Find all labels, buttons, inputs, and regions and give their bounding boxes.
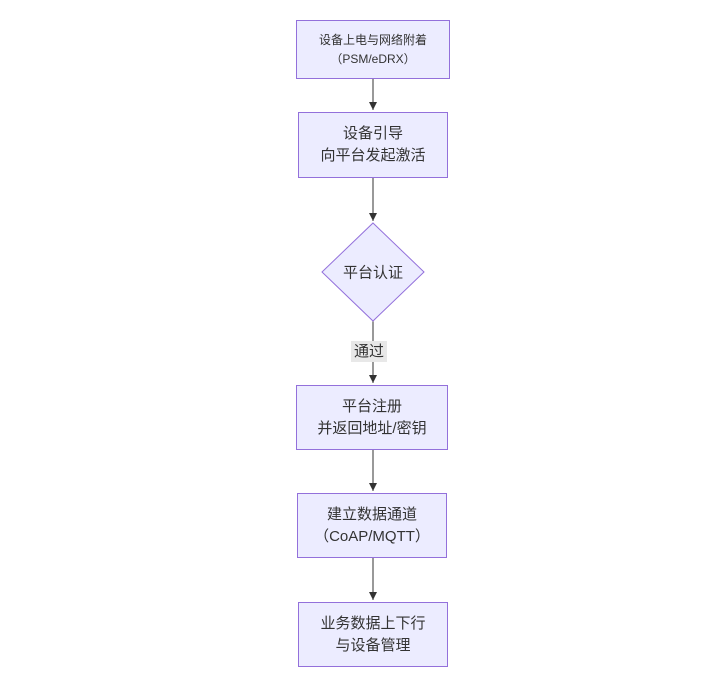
node-label-line: 设备上电与网络附着: [318, 32, 427, 47]
node-label-line: 与设备管理: [335, 636, 411, 654]
node-label-line: （PSM/eDRX）: [330, 51, 416, 66]
node-business-data: 业务数据上下行 与设备管理: [298, 602, 448, 667]
node-power-attach: 设备上电与网络附着 （PSM/eDRX）: [296, 20, 450, 79]
node-bootstrap: 设备引导 向平台发起激活: [298, 112, 448, 178]
node-label-line: 建立数据通道: [326, 505, 417, 523]
node-label-line: 向平台发起激活: [320, 147, 426, 164]
node-label-line: 业务数据上下行: [320, 614, 426, 632]
node-label-line: 平台注册: [341, 397, 402, 415]
node-label-line: 并返回地址/密钥: [317, 419, 427, 437]
node-label-line: 设备引导: [342, 125, 403, 142]
node-platform-auth-label: 平台认证: [342, 264, 404, 282]
node-data-channel: 建立数据通道 （CoAP/MQTT）: [297, 493, 447, 558]
node-register: 平台注册 并返回地址/密钥: [296, 385, 448, 450]
node-label-line: （CoAP/MQTT）: [314, 527, 430, 545]
edge-label-pass: 通过: [350, 341, 388, 362]
